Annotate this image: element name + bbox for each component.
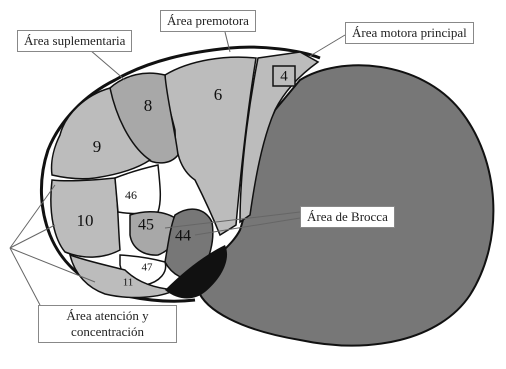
label-broca: Área de Brocca — [300, 206, 395, 228]
leader-atencion-1 — [10, 185, 55, 248]
label-atencion: Área atención y concentración — [38, 305, 177, 343]
leader-atencion-2 — [10, 225, 55, 248]
leader-atencion-4 — [10, 248, 40, 305]
label-atencion-line1: Área atención y — [45, 308, 170, 324]
leader-motora — [310, 35, 345, 56]
region-46-number: 46 — [125, 188, 137, 202]
region-10-number: 10 — [77, 211, 94, 230]
label-atencion-line2: concentración — [45, 324, 170, 340]
region-9-number: 9 — [93, 137, 102, 156]
region-6-number: 6 — [214, 85, 223, 104]
region-44-number: 44 — [175, 228, 191, 245]
leader-suplementaria — [90, 50, 125, 80]
region-45-number: 45 — [138, 217, 154, 234]
label-motora-principal: Área motora principal — [345, 22, 474, 44]
label-premotora: Área premotora — [160, 10, 256, 32]
label-suplementaria: Área suplementaria — [17, 30, 132, 52]
region-11-number: 11 — [123, 277, 134, 289]
region-47-number: 47 — [142, 262, 154, 274]
region-8-number: 8 — [144, 96, 153, 115]
region-4-number: 4 — [280, 68, 288, 84]
